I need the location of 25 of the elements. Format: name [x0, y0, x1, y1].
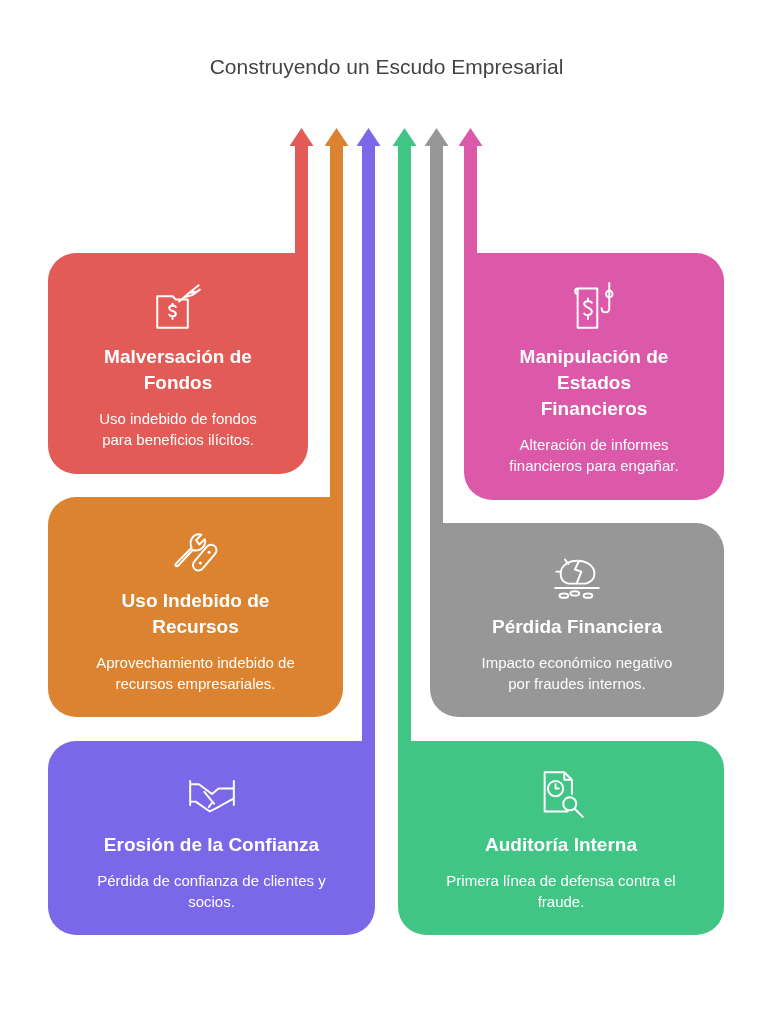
card-description: Uso indebido de fondos para beneficios ilícitos. — [98, 409, 258, 450]
arrow — [324, 128, 349, 497]
arrow — [392, 128, 417, 741]
card-heading: Manipulación de Estados Financieros — [518, 345, 670, 421]
arrow — [424, 128, 449, 523]
card-description: Aprovechamiento indebido de recursos empresariales. — [95, 653, 296, 694]
category-card — [398, 741, 724, 935]
category-card — [48, 253, 308, 474]
card-heading: Malversación de Fondos — [103, 345, 253, 395]
arrow — [458, 128, 483, 253]
card-description: Pérdida de confianza de clientes y socios. — [96, 871, 327, 912]
card-description: Primera línea de defensa contra el fraude. — [445, 871, 677, 912]
card-heading: Uso Indebido de Recursos — [120, 589, 271, 639]
card-heading: Pérdida Financiera — [492, 615, 662, 639]
diagram-title: Construyendo un Escudo Empresarial — [209, 55, 564, 78]
arrow — [356, 128, 381, 741]
arrow — [289, 128, 314, 253]
category-card — [464, 253, 724, 500]
category-card — [48, 497, 343, 717]
card-heading: Auditoría Interna — [485, 833, 637, 857]
category-card — [48, 741, 375, 935]
category-card — [430, 523, 724, 717]
card-description: Impacto económico negativo por fraudes internos. — [480, 653, 674, 694]
card-heading: Erosión de la Confianza — [103, 833, 320, 857]
card-description: Alteración de informes financieros para engañar. — [508, 435, 680, 476]
